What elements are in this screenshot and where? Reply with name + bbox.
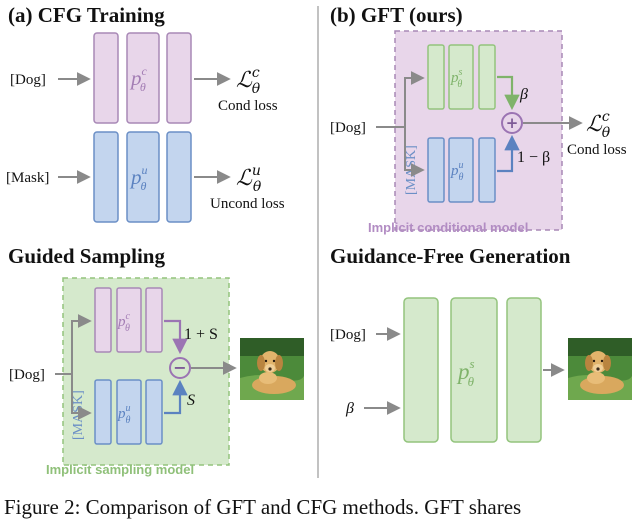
guided-s-label: S — [187, 392, 195, 409]
cfg-uncond-layer-3 — [166, 131, 192, 223]
gft-top-to-plus-arrow — [497, 75, 520, 111]
guided-bottom-layer-3 — [145, 379, 163, 445]
guided-input: [Dog] — [9, 367, 45, 383]
gft-title: (b) GFT (ours) — [330, 3, 463, 27]
guided-bottom-layer-1 — [94, 379, 112, 445]
gfg-beta-label: β — [345, 400, 354, 417]
gfg-layer-2 — [450, 297, 498, 443]
dog-photo-icon — [568, 338, 632, 400]
gft-input-arrow-top — [376, 71, 425, 128]
cfg-uncond-loss-label: Uncond loss — [210, 196, 285, 212]
guided-top-layer-3 — [145, 287, 163, 353]
gfg-layer-3 — [506, 297, 542, 443]
gft-loss-label: Cond loss — [567, 142, 627, 158]
gft-one-minus-beta-label: 1 − β — [517, 149, 550, 166]
figure-caption: Figure 2: Comparison of GFT and CFG meth… — [4, 495, 521, 519]
guided-mask-label: [MASK] — [71, 390, 86, 440]
cfg-cond-input: [Dog] — [10, 72, 46, 88]
dog-photo-icon — [240, 338, 304, 400]
guided-bottom-to-minus-arrow — [164, 379, 188, 415]
gft-beta-label: β — [519, 86, 528, 103]
gft-top-layer-1 — [427, 44, 445, 110]
gft-bottom-layer-3 — [478, 137, 496, 203]
gfg-input: [Dog] — [330, 327, 366, 343]
guided-sampling-title: Guided Sampling — [8, 244, 165, 268]
gft-bottom-to-plus-arrow — [497, 134, 520, 173]
gft-input: [Dog] — [330, 120, 366, 136]
guided-input-arrow-bottom — [71, 374, 92, 420]
guided-top-layer-2 — [116, 287, 142, 353]
cfg-uncond-input: [Mask] — [6, 170, 49, 186]
gfg-layer-1 — [403, 297, 439, 443]
cfg-cond-layer-2 — [126, 32, 160, 124]
guided-top-to-minus-arrow — [164, 319, 188, 355]
guided-group-label: Implicit sampling model — [46, 462, 194, 477]
cfg-training-title: (a) CFG Training — [8, 3, 165, 27]
guidance-free-title: Guidance-Free Generation — [330, 244, 571, 268]
gft-input-arrow-bottom — [404, 127, 425, 177]
gft-top-layer-2 — [448, 44, 474, 110]
cfg-cond-layer-3 — [166, 32, 192, 124]
guided-bottom-layer-2 — [116, 379, 142, 445]
gft-plus-op: + — [506, 114, 519, 132]
gft-bottom-layer-2 — [448, 137, 474, 203]
cfg-uncond-layer-1 — [93, 131, 119, 223]
cfg-uncond-layer-2 — [126, 131, 160, 223]
gft-top-layer-3 — [478, 44, 496, 110]
guided-input-arrow-top — [55, 314, 92, 375]
guided-one-plus-s-label: 1 + S — [184, 326, 218, 343]
plus-circle-icon — [501, 112, 523, 134]
cfg-cond-loss-label: Cond loss — [218, 98, 278, 114]
guided-minus-op: − — [173, 358, 186, 377]
cfg-cond-layer-1 — [93, 32, 119, 124]
gft-bottom-layer-1 — [427, 137, 445, 203]
minus-circle-icon — [169, 357, 191, 379]
guided-top-layer-1 — [94, 287, 112, 353]
gft-group-label: Implicit conditional model — [368, 220, 528, 235]
